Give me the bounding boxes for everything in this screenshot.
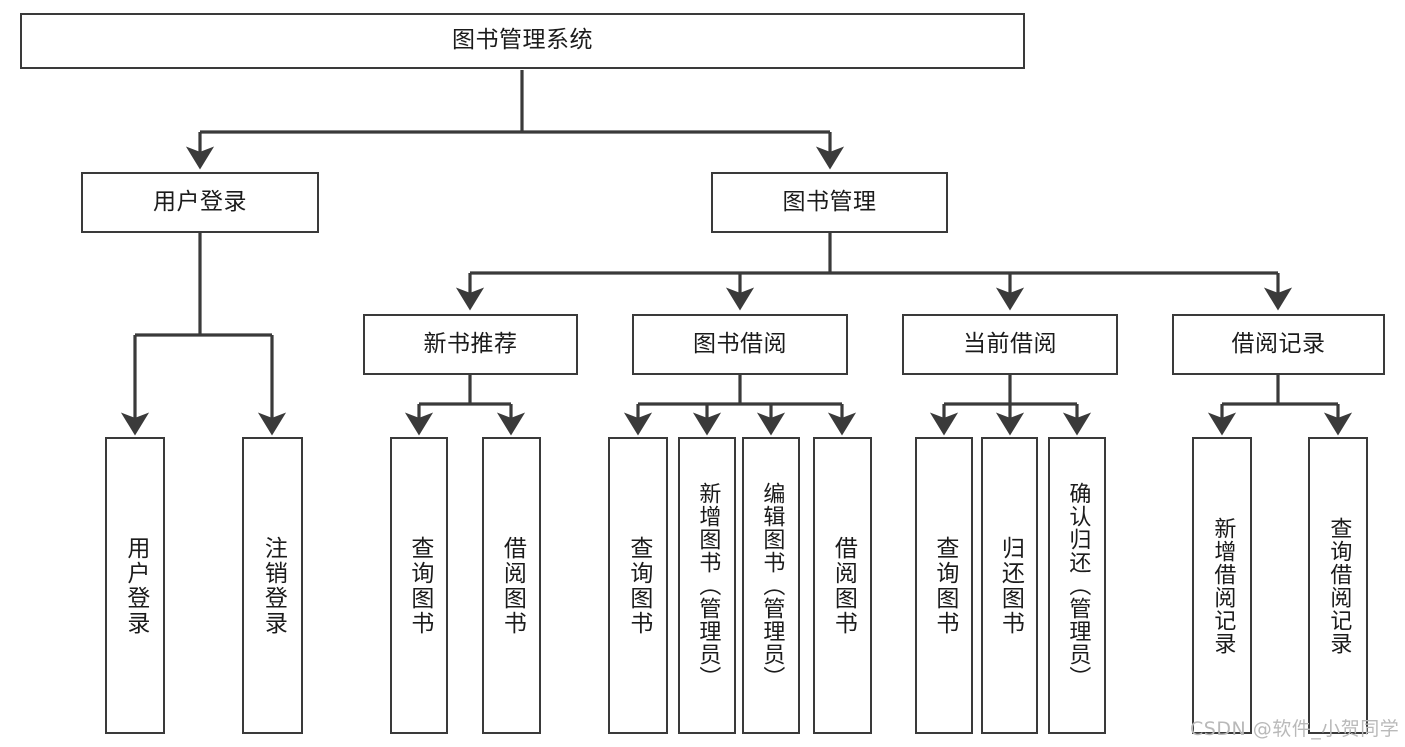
node-leaf-edit-book[interactable]: 编辑图书（管理员） (742, 437, 800, 734)
node-leaf-return-book[interactable]: 归还图书 (981, 437, 1038, 734)
node-user-login-label: 用户登录 (153, 188, 247, 215)
node-book-borrow[interactable]: 图书借阅 (632, 314, 848, 375)
node-current-borrow[interactable]: 当前借阅 (902, 314, 1118, 375)
node-borrow-record-label: 借阅记录 (1231, 330, 1326, 357)
node-leaf-confirm-return-label: 确认归还（管理员） (1065, 482, 1091, 689)
node-new-book-rec-label: 新书推荐 (423, 330, 518, 357)
node-leaf-query-book-a-label: 查询图书 (406, 535, 433, 636)
node-leaf-logout-label: 注销登录 (260, 535, 287, 636)
node-book-manage[interactable]: 图书管理 (711, 172, 948, 233)
node-leaf-confirm-return[interactable]: 确认归还（管理员） (1048, 437, 1106, 734)
node-leaf-query-book-a[interactable]: 查询图书 (390, 437, 448, 734)
node-leaf-query-book-c-label: 查询图书 (931, 535, 958, 636)
node-leaf-query-record[interactable]: 查询借阅记录 (1308, 437, 1368, 734)
node-book-borrow-label: 图书借阅 (693, 330, 787, 357)
node-leaf-borrow-book-b[interactable]: 借阅图书 (813, 437, 872, 734)
watermark-text: CSDN @软件_小贺同学 (1190, 718, 1400, 740)
node-current-borrow-label: 当前借阅 (963, 330, 1057, 357)
node-leaf-user-login-label: 用户登录 (122, 535, 149, 636)
node-leaf-return-book-label: 归还图书 (997, 535, 1024, 636)
node-root[interactable]: 图书管理系统 (20, 13, 1025, 69)
node-leaf-edit-book-label: 编辑图书（管理员） (759, 482, 785, 689)
node-leaf-query-record-label: 查询借阅记录 (1326, 516, 1352, 655)
node-book-manage-label: 图书管理 (782, 188, 877, 215)
node-leaf-query-book-c[interactable]: 查询图书 (915, 437, 973, 734)
node-leaf-borrow-book-a[interactable]: 借阅图书 (482, 437, 541, 734)
node-leaf-add-record-label: 新增借阅记录 (1210, 516, 1236, 655)
node-leaf-query-book-b-label: 查询图书 (625, 535, 652, 636)
node-leaf-user-login[interactable]: 用户登录 (105, 437, 165, 734)
node-leaf-logout[interactable]: 注销登录 (242, 437, 303, 734)
node-user-login[interactable]: 用户登录 (81, 172, 319, 233)
node-root-label: 图书管理系统 (452, 27, 593, 54)
node-leaf-borrow-book-b-label: 借阅图书 (830, 535, 857, 636)
node-new-book-rec[interactable]: 新书推荐 (363, 314, 578, 375)
node-borrow-record[interactable]: 借阅记录 (1172, 314, 1385, 375)
node-leaf-borrow-book-a-label: 借阅图书 (499, 535, 526, 636)
node-leaf-add-book[interactable]: 新增图书（管理员） (678, 437, 736, 734)
node-leaf-query-book-b[interactable]: 查询图书 (608, 437, 668, 734)
node-leaf-add-book-label: 新增图书（管理员） (695, 482, 721, 689)
node-leaf-add-record[interactable]: 新增借阅记录 (1192, 437, 1252, 734)
